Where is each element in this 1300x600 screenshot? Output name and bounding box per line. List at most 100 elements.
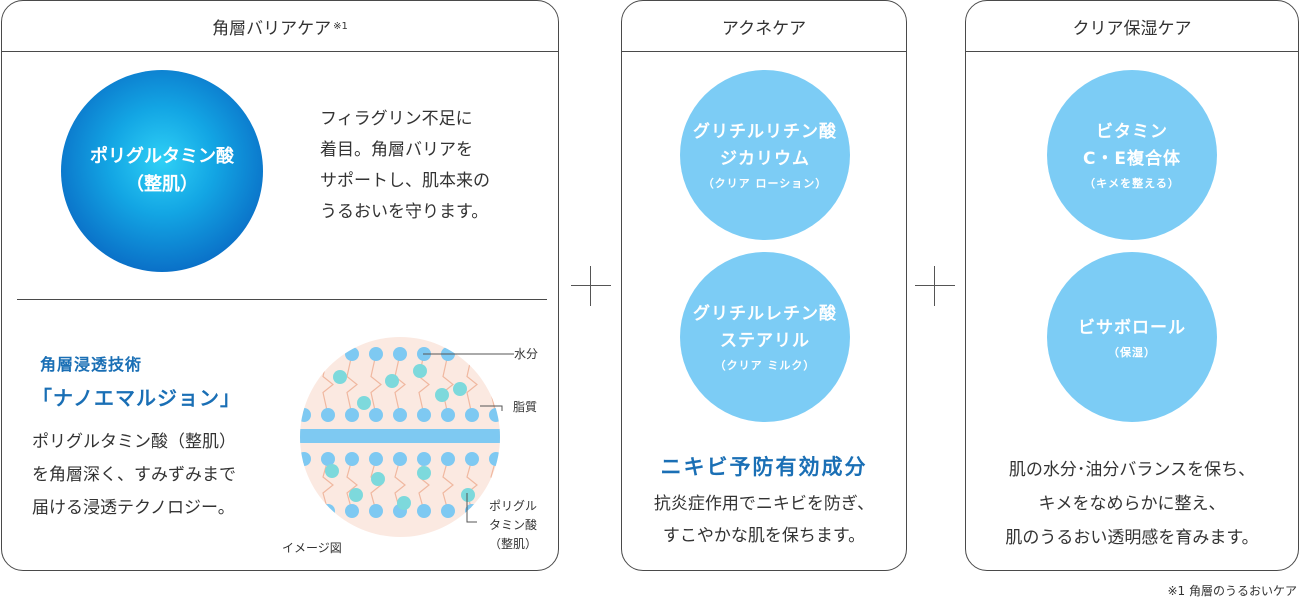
moisture-desc-line: 肌の水分･油分バランスを保ち、	[1008, 460, 1256, 480]
circle-title: ジカリウム	[720, 149, 810, 169]
lipid-strand	[370, 353, 382, 416]
water-dot	[417, 504, 431, 518]
polyglutamic-particle	[453, 382, 467, 396]
water-dot	[300, 452, 311, 466]
acne-care-panel: アクネケア グリチルリチン酸 ジカリウム （クリア ローション） グリチルレチン…	[621, 0, 907, 571]
polyglutamic-particle	[333, 370, 347, 384]
circle-subtitle: （整肌）	[126, 174, 198, 195]
tech-description: ポリグルタミン酸（整肌） を角層深く、すみずみまで 届ける浸透テクノロジー。	[32, 426, 236, 525]
lipid-label: 脂質	[513, 400, 538, 414]
circle-title: グリチルレチン酸	[693, 304, 837, 324]
polyglutamic-particle	[371, 472, 385, 486]
water-dot	[369, 408, 383, 422]
acne-headline: ニキビ予防有効成分	[660, 455, 868, 479]
tech-label: 角層浸透技術	[40, 355, 143, 374]
polyglutamic-leader-line	[466, 493, 477, 523]
water-dot	[489, 408, 500, 422]
panel-header-acne: アクネケア	[622, 1, 906, 52]
acne-desc-line: 抗炎症作用でニキビを防ぎ、	[653, 494, 875, 514]
water-dot	[489, 452, 500, 466]
panel-title-barrier: 角層バリアケア	[212, 18, 332, 39]
water-dot	[321, 452, 335, 466]
bisabolol-circle: ビサボロール （保湿）	[1047, 252, 1217, 422]
circle-subtitle: （クリア ミルク）	[714, 359, 816, 372]
water-dot	[321, 408, 335, 422]
plus-icon	[915, 266, 955, 306]
water-dot	[321, 347, 335, 361]
water-dot	[369, 347, 383, 361]
lipid-strand	[346, 353, 358, 416]
circle-title: C・E複合体	[1082, 149, 1182, 169]
lead-line: 着目。角層バリアを	[320, 140, 473, 160]
water-dot	[369, 504, 383, 518]
circle-subtitle: （クリア ローション）	[702, 177, 828, 190]
polyglutamic-label-line: タミン酸	[489, 518, 538, 532]
lead-line: サポートし、肌本来の	[320, 171, 490, 191]
moisture-description: 肌の水分･油分バランスを保ち、 キメをなめらかに整え、 肌のうるおい透明感を育み…	[966, 453, 1298, 555]
lead-line: うるおいを守ります。	[320, 202, 489, 222]
lipid-strand	[322, 458, 334, 512]
acne-desc-line: すこやかな肌を保ちます。	[662, 526, 866, 546]
water-dot	[369, 452, 383, 466]
water-dot	[441, 452, 455, 466]
water-dot	[441, 408, 455, 422]
circle-title: ビサボロール	[1078, 317, 1186, 338]
tech-desc-line: ポリグルタミン酸（整肌）	[32, 432, 236, 452]
lipid-strand	[394, 353, 406, 416]
panel-header-barrier: 角層バリアケア※1	[2, 1, 558, 52]
polyglutamic-particle	[397, 496, 411, 510]
lipid-strand	[346, 458, 358, 512]
circle-subtitle: （保湿）	[1108, 345, 1156, 359]
clear-moisture-panel: クリア保湿ケア ビタミン C・E複合体 （キメを整える） ビサボロール （保湿）…	[965, 0, 1299, 571]
water-dot	[393, 452, 407, 466]
section-divider	[17, 299, 547, 300]
lipid-strand	[466, 353, 478, 416]
polyglutamic-particle	[461, 488, 475, 502]
water-dot	[345, 504, 359, 518]
panel-title-moisture: クリア保湿ケア	[1072, 18, 1192, 39]
water-dot	[417, 408, 431, 422]
panel-header-moisture: クリア保湿ケア	[966, 1, 1298, 52]
lipid-leader-line	[480, 405, 503, 411]
tech-desc-line: を角層深く、すみずみまで	[32, 465, 236, 485]
nano-emulsion-diagram	[300, 337, 514, 537]
water-dot	[441, 504, 455, 518]
water-dot	[300, 347, 311, 361]
acne-description: 抗炎症作用でニキビを防ぎ、 すこやかな肌を保ちます。	[622, 488, 906, 552]
panel-title-acne: アクネケア	[721, 18, 807, 39]
footnote: ※1 角層のうるおいケア	[1167, 584, 1297, 598]
water-band	[300, 429, 500, 443]
polyglutamic-particle	[413, 364, 427, 378]
polyglutamic-particle	[417, 466, 431, 480]
stearyl-glycyrrhetinate-circle: グリチルレチン酸 ステアリル （クリア ミルク）	[680, 252, 850, 422]
water-dot	[345, 408, 359, 422]
polyglutamic-label: ポリグル タミン酸 （整肌）	[489, 497, 537, 554]
dipotassium-glycyrrhizate-circle: グリチルリチン酸 ジカリウム （クリア ローション）	[680, 70, 850, 240]
title-note-mark: ※1	[333, 20, 348, 32]
water-dot	[417, 452, 431, 466]
circle-title: ビタミン	[1096, 122, 1168, 142]
water-dot	[465, 452, 479, 466]
water-dot	[393, 347, 407, 361]
plus-icon	[571, 266, 611, 306]
vitamin-ce-circle: ビタミン C・E複合体 （キメを整える）	[1047, 70, 1217, 240]
circle-title: ステアリル	[720, 331, 810, 351]
circle-title: グリチルリチン酸	[693, 122, 837, 142]
water-dot	[300, 504, 311, 518]
water-dot	[345, 452, 359, 466]
polyglutamic-label-line: （整肌）	[489, 537, 538, 551]
water-dot	[345, 347, 359, 361]
lead-line: フィラグリン不足に	[320, 109, 473, 129]
polyglutamic-label-line: ポリグル	[489, 499, 538, 513]
water-dot	[393, 408, 407, 422]
tech-name: 「ナノエマルジョン」	[32, 386, 241, 410]
lipid-strand	[394, 458, 406, 512]
polyglutamic-particle	[435, 388, 449, 402]
polyglutamic-acid-circle: ポリグルタミン酸 （整肌）	[61, 70, 263, 272]
water-dot	[321, 504, 335, 518]
barrier-care-panel: 角層バリアケア※1 ポリグルタミン酸 （整肌） フィラグリン不足に 着目。角層バ…	[1, 0, 559, 571]
water-label: 水分	[514, 347, 539, 361]
circle-title: ポリグルタミン酸	[90, 146, 234, 167]
barrier-lead-text: フィラグリン不足に 着目。角層バリアを サポートし、肌本来の うるおいを守ります…	[320, 104, 490, 228]
lipid-strand	[442, 458, 454, 512]
